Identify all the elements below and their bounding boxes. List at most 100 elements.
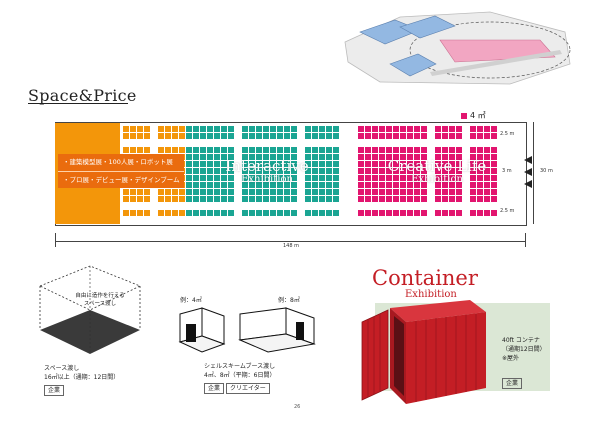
- booth-cell: [165, 126, 171, 132]
- booth-cell: [358, 182, 364, 188]
- booth-cell: [491, 147, 497, 153]
- booth-cell: [200, 210, 206, 216]
- booth-cell: [242, 196, 248, 202]
- site-road: [430, 50, 562, 76]
- creative-zone-title: Creative Life: [387, 157, 487, 175]
- booth-cell: [407, 133, 413, 139]
- booth-cell: [242, 210, 248, 216]
- page-number: 26: [294, 404, 301, 410]
- booth-cell: [312, 168, 318, 174]
- booth-cell: [484, 189, 490, 195]
- booth-cell: [221, 196, 227, 202]
- booth-cell: [137, 196, 143, 202]
- booth-cell: [284, 189, 290, 195]
- booth-cell: [214, 161, 220, 167]
- booth-cell: [470, 175, 476, 181]
- booth-cell: [291, 210, 297, 216]
- booth-cell: [365, 154, 371, 160]
- container-caption-line-1: 40ft コンテナ: [502, 337, 540, 344]
- booth-cell: [393, 189, 399, 195]
- booth-cell: [372, 210, 378, 216]
- booth-cell: [186, 182, 192, 188]
- booth-cell: [256, 168, 262, 174]
- booth-cell: [477, 168, 483, 174]
- booth-cell: [242, 133, 248, 139]
- booth-cell: [221, 210, 227, 216]
- booth-cell: [442, 189, 448, 195]
- booth-cell: [130, 147, 136, 153]
- booth-cell: [305, 182, 311, 188]
- booth-cell: [193, 168, 199, 174]
- booth-cell: [123, 189, 129, 195]
- booth-cell: [456, 189, 462, 195]
- booth-cell: [305, 154, 311, 160]
- booth-cell: [277, 154, 283, 160]
- booth-cell: [442, 147, 448, 153]
- booth-cell: [358, 175, 364, 181]
- booth-cell: [407, 189, 413, 195]
- booth-cell: [123, 133, 129, 139]
- booth-cell: [172, 189, 178, 195]
- booth-cell: [421, 182, 427, 188]
- booth-cell: [319, 175, 325, 181]
- booth-cell: [172, 196, 178, 202]
- booth-cell: [263, 126, 269, 132]
- booth-cell: [477, 126, 483, 132]
- container-tag: 企業: [502, 378, 523, 389]
- booth-cell: [400, 161, 406, 167]
- booth-cell: [358, 168, 364, 174]
- shell-4sqm-booth-illustration: [178, 307, 226, 353]
- booth-cell: [407, 210, 413, 216]
- booth-cell: [123, 126, 129, 132]
- booth-cell: [414, 182, 420, 188]
- booth-cell: [393, 161, 399, 167]
- booth-cell: [305, 147, 311, 153]
- booth-cell: [421, 147, 427, 153]
- booth-cell: [172, 147, 178, 153]
- space-only-booth-illustration: [39, 265, 141, 354]
- booth-cell: [470, 182, 476, 188]
- booth-cell: [263, 175, 269, 181]
- booth-cell: [165, 210, 171, 216]
- booth-cell: [491, 189, 497, 195]
- booth-cell: [400, 196, 406, 202]
- booth-cell: [393, 168, 399, 174]
- interactive-zone-subtitle: Exhibition: [241, 174, 293, 185]
- booth-cell: [435, 210, 441, 216]
- booth-cell: [228, 210, 234, 216]
- booth-cell: [421, 175, 427, 181]
- booth-cell: [491, 182, 497, 188]
- booth-cell: [249, 126, 255, 132]
- booth-cell: [179, 133, 185, 139]
- booth-cell: [221, 189, 227, 195]
- booth-cell: [277, 161, 283, 167]
- booth-cell: [319, 210, 325, 216]
- booth-cell: [477, 196, 483, 202]
- booth-cell: [484, 182, 490, 188]
- booth-cell: [379, 210, 385, 216]
- booth-cell: [386, 161, 392, 167]
- booth-cell: [470, 154, 476, 160]
- booth-cell: [270, 182, 276, 188]
- booth-cell: [263, 196, 269, 202]
- booth-cell: [442, 175, 448, 181]
- booth-cell: [221, 175, 227, 181]
- booth-cell: [256, 175, 262, 181]
- booth-cell: [291, 133, 297, 139]
- booth-cell: [179, 196, 185, 202]
- booth-cell: [326, 196, 332, 202]
- booth-cell: [312, 182, 318, 188]
- booth-cell: [470, 189, 476, 195]
- booth-cell: [284, 168, 290, 174]
- shell-floor: [238, 333, 316, 353]
- shipping-container-illustration: [361, 300, 486, 404]
- booth-cell: [186, 133, 192, 139]
- booth-cell: [333, 147, 339, 153]
- booth-cell: [291, 147, 297, 153]
- booth-cell: [484, 196, 490, 202]
- booth-cell: [407, 126, 413, 132]
- booth-cell: [333, 196, 339, 202]
- booth-cell: [249, 154, 255, 160]
- booth-cell: [221, 182, 227, 188]
- entrance-arrow-icon: [524, 168, 532, 176]
